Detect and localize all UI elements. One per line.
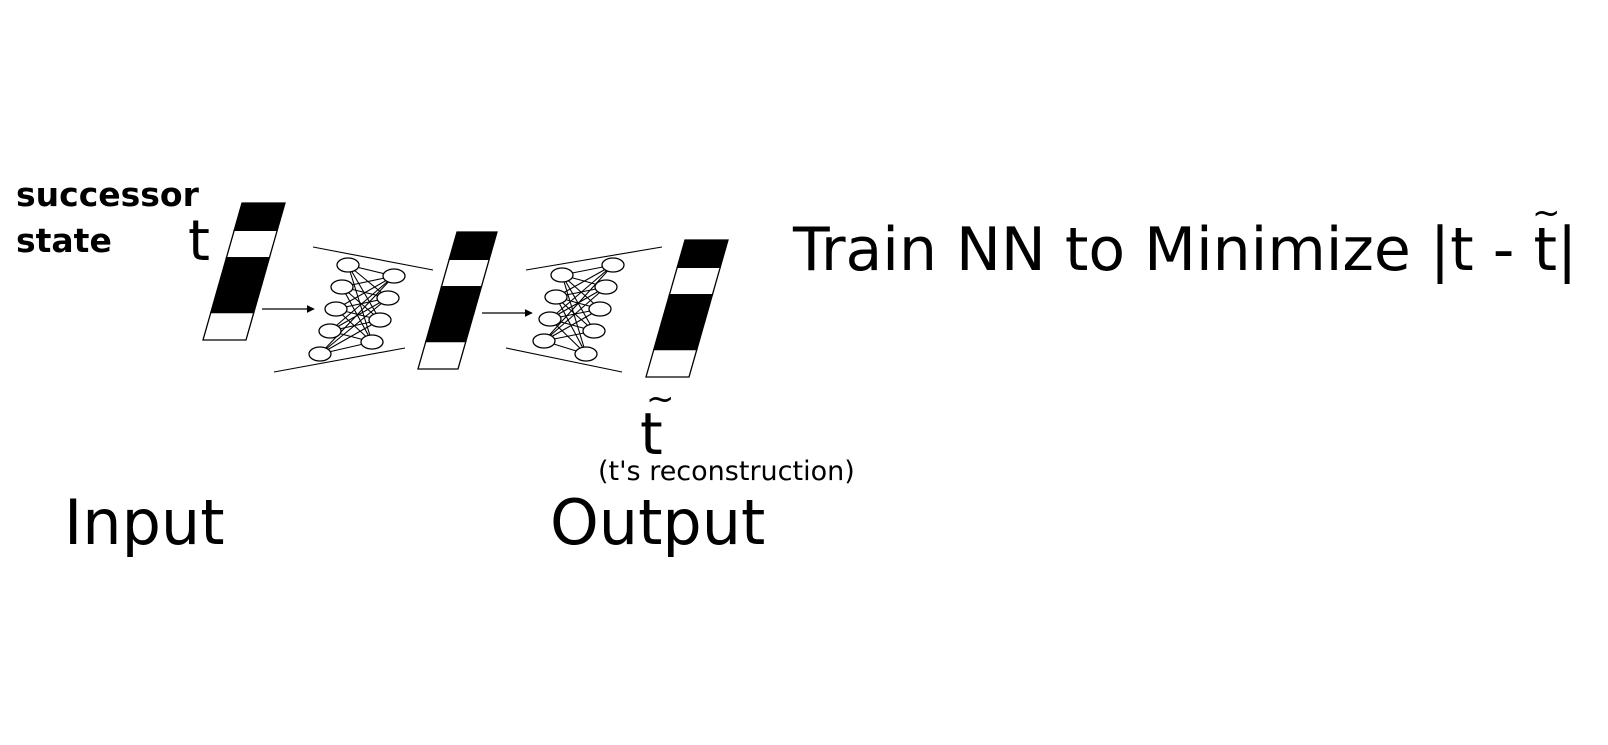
vector-cell xyxy=(217,257,271,286)
output-caption: Output xyxy=(550,486,766,559)
vector-cell xyxy=(652,321,706,351)
neuron-node xyxy=(532,333,556,349)
net-connection xyxy=(543,264,614,342)
net-connection xyxy=(319,275,395,355)
neuron-node xyxy=(538,311,562,327)
neuron-node xyxy=(550,267,574,283)
vector-cell xyxy=(660,294,714,323)
successor-label: successor xyxy=(16,175,199,214)
vector-cell xyxy=(676,239,729,269)
vector-cell xyxy=(424,313,475,343)
neuron-node xyxy=(382,268,406,284)
neuron-node xyxy=(376,290,400,306)
neuron-node xyxy=(368,312,392,328)
net-boundary-line xyxy=(273,347,406,373)
vector-cell xyxy=(417,340,467,370)
net-boundary-line xyxy=(505,347,623,373)
net-connection xyxy=(329,275,395,332)
training-objective: Train NN to Minimize |t - t| xyxy=(793,215,1578,285)
net-connection xyxy=(319,297,389,355)
neuron-node xyxy=(582,323,606,339)
net-connection xyxy=(543,286,607,342)
output-vector xyxy=(645,239,729,378)
neuron-node xyxy=(588,301,612,317)
neuron-node xyxy=(601,257,625,273)
net-connection xyxy=(335,275,395,310)
vector-cell xyxy=(432,286,483,315)
objective-tilde-mark: ~ xyxy=(1532,193,1561,233)
neuron-node xyxy=(360,334,384,350)
reconstruction-caption: (t's reconstruction) xyxy=(598,456,855,487)
neuron-node xyxy=(330,279,354,295)
neuron-node xyxy=(308,346,332,362)
input-variable-t: t xyxy=(188,209,210,274)
vector-cell xyxy=(645,348,698,378)
neuron-node xyxy=(574,346,598,362)
vector-cell xyxy=(233,202,286,232)
net-connection xyxy=(555,264,614,298)
vector-cell xyxy=(448,231,498,261)
reconstruction-variable-t: t xyxy=(640,400,663,468)
vector-cell xyxy=(668,266,722,296)
input-vector xyxy=(202,202,286,341)
vector-cell xyxy=(202,311,255,341)
neuron-node xyxy=(594,279,618,295)
neuron-node xyxy=(336,257,360,273)
encoder-network xyxy=(273,246,434,373)
neuron-node xyxy=(318,323,342,339)
vector-cell xyxy=(209,284,263,314)
input-caption: Input xyxy=(64,486,225,559)
net-connection xyxy=(319,319,381,355)
hidden-vector xyxy=(417,231,498,370)
vector-cell xyxy=(225,229,279,259)
decoder-network xyxy=(505,246,663,373)
net-connection xyxy=(549,264,614,320)
neuron-node xyxy=(544,289,568,305)
neuron-node xyxy=(324,301,348,317)
net-connection xyxy=(329,297,389,332)
net-connection xyxy=(543,308,601,342)
net-boundary-line xyxy=(525,246,663,271)
reconstruction-tilde-mark: ~ xyxy=(646,379,675,419)
vector-cell xyxy=(440,258,491,288)
net-boundary-line xyxy=(312,246,434,271)
state-label: state xyxy=(16,221,112,260)
